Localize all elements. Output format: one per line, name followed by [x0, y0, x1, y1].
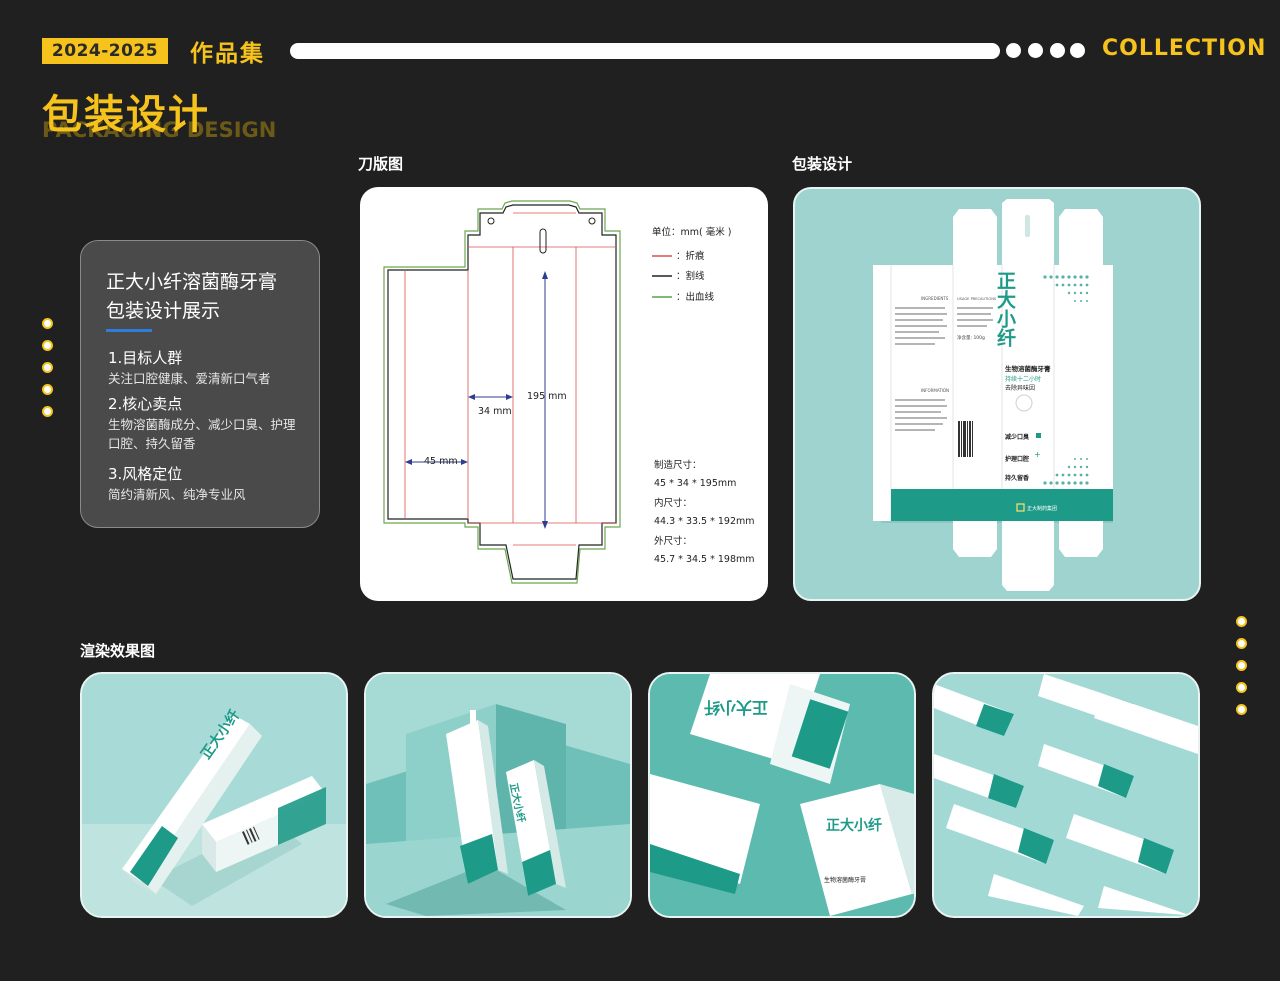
render-tile-4[interactable] [932, 672, 1200, 918]
svg-text:正大小纤: 正大小纤 [826, 817, 882, 834]
render-tile-1[interactable]: 正大小纤 [80, 672, 348, 918]
dieline-drawing: 195 mm 34 mm 45 mm 单位：mm( 毫米 ) ：折痕 ：割线 ：… [383, 200, 755, 584]
decor-dot [42, 362, 53, 373]
legend-label: ：割线 [676, 270, 705, 282]
header-bar [290, 43, 1000, 59]
inner-size-label: 内尺寸： [654, 497, 692, 509]
decor-dot [1236, 616, 1247, 627]
svg-text:+: + [1034, 450, 1041, 459]
svg-text:生物溶菌酶牙膏: 生物溶菌酶牙膏 [824, 876, 866, 884]
header-dot [1050, 43, 1065, 58]
pack-net: 净含量: 100g [957, 334, 985, 341]
pack-precautions: USAGE PRECAUTIONS [957, 297, 997, 301]
pack-information: INFORMATION [921, 388, 949, 393]
decor-dot [1236, 704, 1247, 715]
decor-dot [1236, 638, 1247, 649]
section-title: 包装设计 [42, 92, 210, 138]
info-card: 正大小纤溶菌酶牙膏 包装设计展示 1.目标人群 关注口腔健康、爱清新口气者 2.… [80, 240, 320, 528]
outer-size-label: 外尺寸： [654, 535, 692, 547]
render-tile-2[interactable]: 正大小纤 [364, 672, 632, 918]
renders-label: 渲染效果图 [80, 642, 156, 660]
pack-claim: 持续十二小时 [1005, 375, 1041, 383]
dim-34: 34 mm [478, 406, 512, 417]
card-item-text: 简约清新风、纯净专业风 [108, 487, 246, 502]
header-dot [1006, 43, 1021, 58]
make-size: 45 * 34 * 195mm [654, 478, 736, 489]
outer-size: 45.7 * 34.5 * 198mm [654, 554, 755, 565]
pack-feat3: 持久留香 [1005, 474, 1030, 482]
pack-company: 正大制药集团 [1027, 505, 1057, 512]
pack-feat2: 护理口腔 [1005, 455, 1029, 463]
card-item-text: 生物溶菌酶成分、减少口臭、护理口腔、持久留香 [108, 417, 296, 451]
decor-dot [1236, 660, 1247, 671]
packaging-panel: + 正大小纤 生物溶菌酶牙膏 持续十二小时 去除异味因 减少口臭 护理口腔 持久… [793, 187, 1201, 601]
header-dot [1028, 43, 1043, 58]
collection-label: COLLECTION [1102, 36, 1267, 61]
portfolio-title: 作品集 [190, 41, 265, 67]
header-dot [1070, 43, 1085, 58]
card-item-heading: 3.风格定位 [108, 465, 183, 483]
render-tile-3[interactable]: 正大小纤 正大小纤 生物溶菌酶牙膏 [648, 672, 916, 918]
legend-label: ：折痕 [676, 250, 705, 262]
card-title: 正大小纤溶菌酶牙膏 [106, 271, 278, 293]
packaging-flat: + 正大小纤 生物溶菌酶牙膏 持续十二小时 去除异味因 减少口臭 护理口腔 持久… [873, 199, 1113, 591]
unit-label: 单位：mm( 毫米 ) [652, 226, 731, 238]
card-item-heading: 1.目标人群 [108, 349, 183, 367]
year-badge: 2024-2025 [42, 38, 168, 64]
dieline-label: 刀版图 [358, 155, 404, 173]
card-item-heading: 2.核心卖点 [108, 395, 183, 413]
pack-feat1: 减少口臭 [1005, 433, 1029, 441]
pack-product: 生物溶菌酶牙膏 [1005, 364, 1051, 373]
card-item-text: 关注口腔健康、爱清新口气者 [108, 371, 271, 386]
decor-dot [42, 340, 53, 351]
dim-45: 45 mm [424, 456, 458, 467]
inner-size: 44.3 * 33.5 * 192mm [654, 516, 755, 527]
make-size-label: 制造尺寸： [654, 459, 702, 471]
dieline-panel: 195 mm 34 mm 45 mm 单位：mm( 毫米 ) ：折痕 ：割线 ：… [360, 187, 768, 601]
pack-ingredients: INGREDIENTS [921, 296, 949, 301]
packaging-label: 包装设计 [792, 155, 853, 173]
dim-195: 195 mm [527, 391, 567, 402]
card-divider [106, 329, 152, 332]
pack-claim2: 去除异味因 [1005, 384, 1035, 392]
card-title: 包装设计展示 [106, 300, 221, 322]
legend-label: ：出血线 [676, 291, 715, 303]
decor-dot [42, 406, 53, 417]
decor-dot [42, 318, 53, 329]
pack-brand: 正大小纤 [994, 271, 1016, 348]
section-subtitle: PACKAGING DESIGN [42, 118, 277, 142]
decor-dot [1236, 682, 1247, 693]
decor-dot [42, 384, 53, 395]
svg-text:正大小纤: 正大小纤 [704, 698, 768, 717]
